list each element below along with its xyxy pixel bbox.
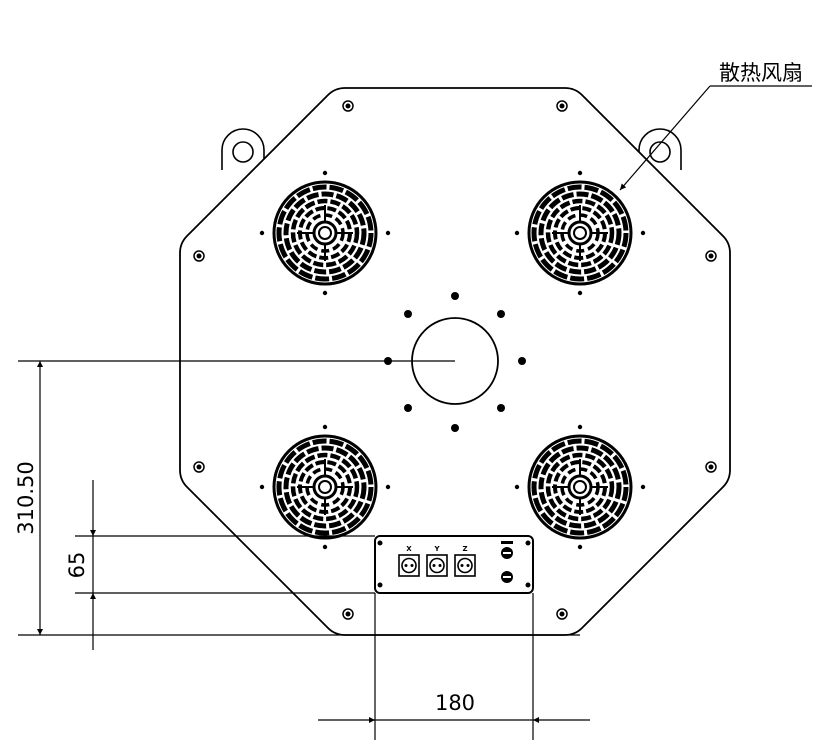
dimension-panel-height-label: 65 <box>65 552 89 579</box>
connector-label-z: Z <box>462 545 467 553</box>
dimension-panel-width-label: 180 <box>435 691 475 715</box>
connector-panel: X Y Z <box>374 535 534 594</box>
mounting-lug-right <box>638 128 682 170</box>
connector-label-y: Y <box>433 545 440 553</box>
housing-screws <box>193 100 717 620</box>
dimension-lines <box>18 85 812 740</box>
bolt-circle <box>384 292 526 432</box>
dimension-height-label: 310.50 <box>14 461 38 534</box>
mounting-lug-left <box>221 128 265 170</box>
connector-label-x: X <box>406 545 412 553</box>
fan-callout-label: 散热风扇 <box>719 61 803 85</box>
